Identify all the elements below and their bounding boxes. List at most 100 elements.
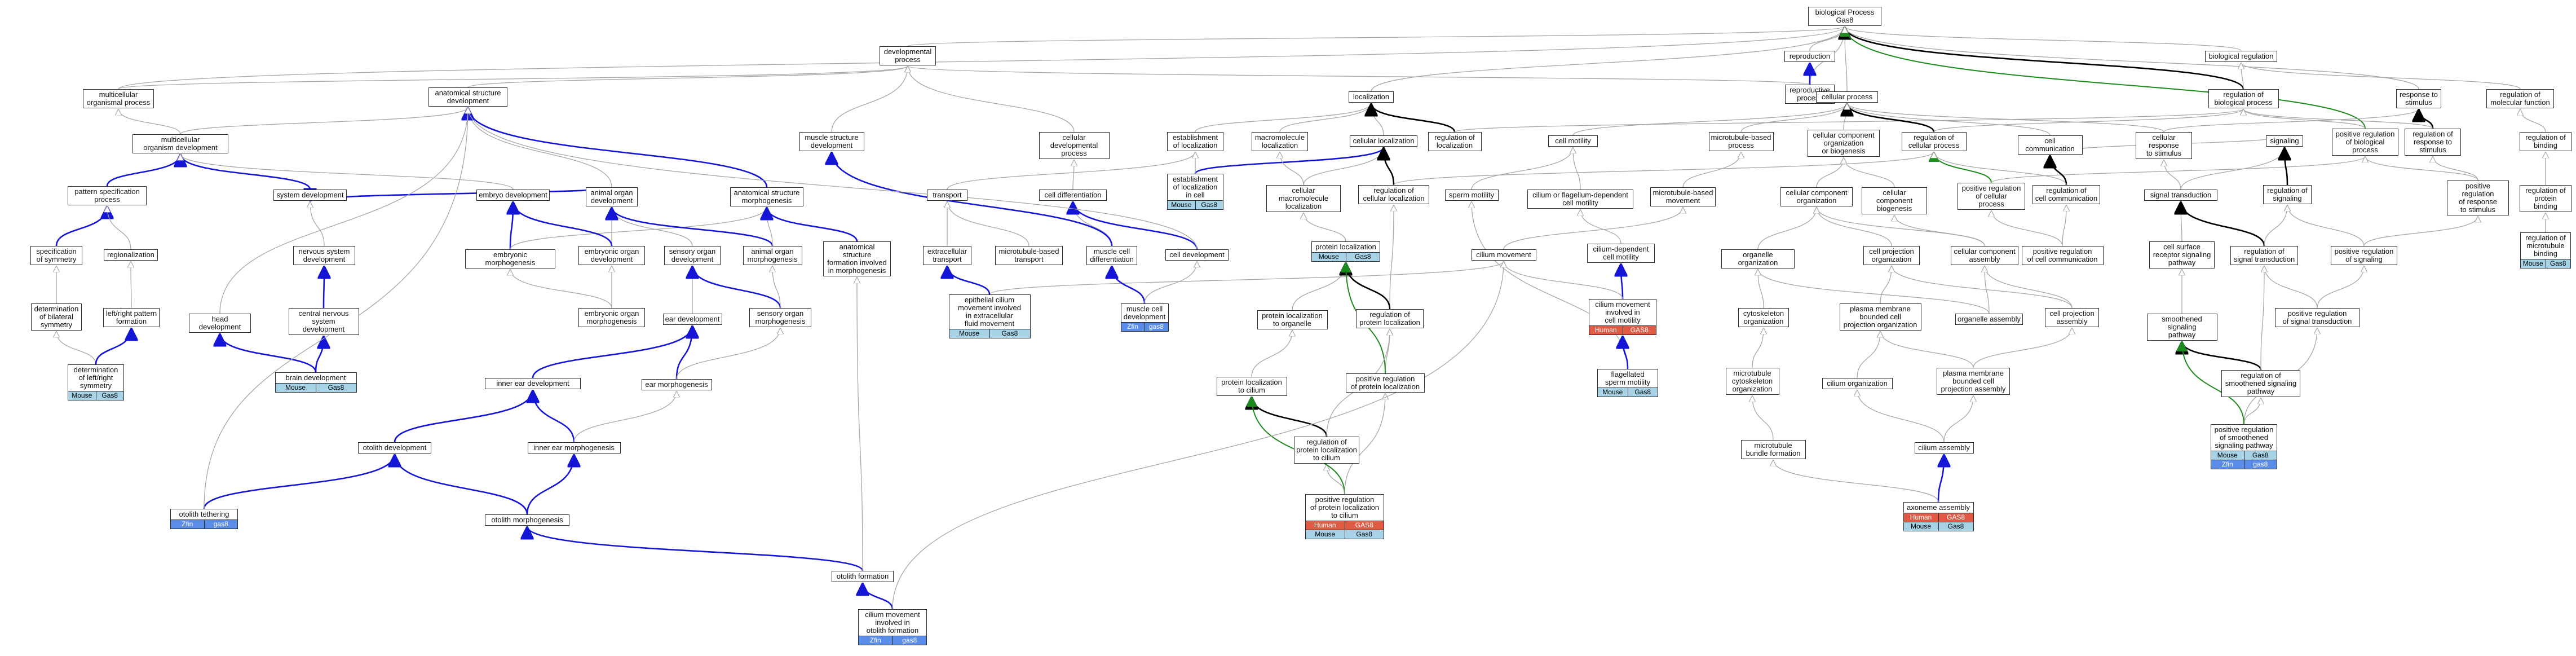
go-term-macromolecule[interactable]: macromolecule localization (1252, 132, 1308, 151)
go-term-regulation-of[interactable]: regulation of smoothened signaling pathw… (2221, 370, 2300, 397)
go-term-determination[interactable]: determination of bilateral symmetry (31, 303, 82, 331)
go-term-cilium-movement[interactable]: cilium movement involved in otolith form… (858, 609, 927, 645)
go-term-protein-localization[interactable]: protein localization to organelle (1257, 310, 1328, 329)
go-term-regulation-of[interactable]: regulation of biological process (2208, 89, 2279, 108)
go-term-central-nervous[interactable]: central nervous system development (288, 308, 359, 335)
go-term-cell-motility[interactable]: cell motility (1548, 135, 1598, 147)
go-term-sensory-organ[interactable]: sensory organ morphogenesis (749, 308, 811, 327)
go-term-plasma-membrane[interactable]: plasma membrane bounded cell projection … (1937, 368, 2010, 395)
go-term-cellular-localization[interactable]: cellular localization (1350, 135, 1417, 147)
go-term-regulation-of[interactable]: regulation of cellular localization (1358, 185, 1429, 204)
go-term-regulation-of[interactable]: regulation of response to stimulus (2405, 129, 2461, 156)
go-term-reproduction[interactable]: reproduction (1784, 51, 1835, 62)
go-term-signaling[interactable]: signaling (2266, 135, 2303, 147)
go-term-positive-regulation[interactable]: positive regulation of biological proces… (2332, 129, 2398, 156)
go-term-animal-organ[interactable]: animal organ morphogenesis (743, 246, 802, 265)
go-term-multicellular[interactable]: multicellular organism development (132, 134, 228, 153)
go-term-positive-regulation[interactable]: positive regulation of signal transducti… (2275, 308, 2360, 327)
go-term-regulation-of[interactable]: regulation of protein binding (2520, 185, 2571, 212)
go-term-regulation-of[interactable]: regulation of molecular function (2486, 89, 2554, 108)
go-term-signal-transduction[interactable]: signal transduction (2144, 190, 2217, 201)
go-term-positive-regulation[interactable]: positive regulation of smoothened signal… (2211, 424, 2277, 469)
go-term-ear-development[interactable]: ear development (662, 314, 722, 325)
go-term-cilium-assembly[interactable]: cilium assembly (1914, 442, 1974, 454)
go-term-muscle-structure[interactable]: muscle structure development (799, 132, 864, 151)
go-term-establishment[interactable]: establishment of localization (1167, 132, 1223, 151)
go-term-positive-regulation[interactable]: positive regulation of protein localizat… (1305, 494, 1384, 539)
go-term-cellular-component[interactable]: cellular component organization or bioge… (1808, 130, 1880, 157)
go-term-localization[interactable]: localization (1349, 91, 1394, 103)
go-term-head-development[interactable]: head development (189, 314, 251, 333)
go-term-organelle-assembly[interactable]: organelle assembly (1955, 314, 2023, 325)
go-term-regulation-of[interactable]: regulation of protein localization (1356, 309, 1424, 328)
go-term-cilium-dependent[interactable]: cilium-dependent cell motility (1587, 244, 1655, 263)
go-term-biological-regulation[interactable]: biological regulation (2205, 51, 2277, 62)
go-term-otolith-formation[interactable]: otolith formation (832, 571, 894, 582)
go-term-pattern-specification[interactable]: pattern specification process (68, 186, 147, 205)
go-term-inner-ear-morphogenesis[interactable]: inner ear morphogenesis (527, 442, 621, 454)
go-term-regulation-of[interactable]: regulation of cellular process (1901, 132, 1967, 151)
go-term-cellular-macromolecule[interactable]: cellular macromolecule localization (1266, 185, 1341, 212)
go-term-regulation-of[interactable]: regulation of binding (2520, 132, 2571, 151)
go-term-cellular-component[interactable]: cellular component assembly (1951, 246, 2018, 265)
go-term-transport[interactable]: transport (927, 190, 967, 201)
go-term-anatomical-structure[interactable]: anatomical structure formation involved … (823, 241, 891, 276)
go-term-developmental[interactable]: developmental process (880, 46, 936, 65)
go-term-cell-projection[interactable]: cell projection assembly (2045, 308, 2099, 327)
go-term-cytoskeleton[interactable]: cytoskeleton organization (1738, 308, 1789, 327)
go-term-cellular-component[interactable]: cellular component organization (1780, 187, 1853, 206)
go-term-positive-regulation[interactable]: positive regulation of signaling (2331, 246, 2397, 265)
go-term-organelle-organization[interactable]: organelle organization (1721, 249, 1795, 268)
go-term-biological-process[interactable]: biological Process Gas8 (1808, 7, 1881, 26)
go-term-cellular-response[interactable]: cellular response to stimulus (2136, 132, 2192, 159)
go-term-system-development[interactable]: system development (273, 190, 347, 201)
go-term-embryonic-organ[interactable]: embryonic organ development (578, 246, 645, 265)
go-term-cell-projection[interactable]: cell projection organization (1863, 246, 1920, 265)
go-term-otolith-morphogenesis[interactable]: otolith morphogenesis (485, 514, 569, 526)
go-term-microtubule[interactable]: microtubule bundle formation (1740, 440, 1806, 459)
go-term-animal-organ[interactable]: animal organ development (586, 187, 638, 206)
go-term-embryo-development[interactable]: embryo development (476, 190, 550, 201)
go-term-positive-regulation[interactable]: positive regulation of response to stimu… (2447, 180, 2509, 215)
go-term-cilium-movement[interactable]: cilium movement involved in cell motilit… (1589, 299, 1656, 335)
go-term-inner-ear-development[interactable]: inner ear development (485, 378, 581, 389)
go-term-regulation-of[interactable]: regulation of signaling (2263, 185, 2312, 204)
go-term-nervous-system[interactable]: nervous system development (293, 246, 355, 265)
go-term-muscle-cell[interactable]: muscle cell differentiation (1086, 246, 1137, 265)
go-term-extracellular[interactable]: extracellular transport (923, 246, 971, 265)
go-term-anatomical-structure[interactable]: anatomical structure development (428, 87, 507, 107)
go-term-embryonic-morphogenesis[interactable]: embryonic morphogenesis (465, 249, 555, 268)
go-term-ear-morphogenesis[interactable]: ear morphogenesis (641, 379, 712, 390)
go-term-cilium-or-flagellum-dependent[interactable]: cilium or flagellum-dependent cell motil… (1527, 190, 1633, 209)
go-term-regionalization[interactable]: regionalization (104, 249, 158, 261)
go-term-cell-surface[interactable]: cell surface receptor signaling pathway (2149, 241, 2215, 268)
go-term-cellular-developmental[interactable]: cellular developmental process (1039, 132, 1110, 159)
go-term-sperm-motility[interactable]: sperm motility (1444, 190, 1499, 201)
go-term-cellular-process[interactable]: cellular process (1816, 91, 1878, 103)
go-term-sensory-organ[interactable]: sensory organ development (664, 246, 721, 265)
go-term-microtubule-based[interactable]: microtubule-based movement (1650, 187, 1716, 206)
go-term-regulation-of[interactable]: regulation of protein localization to ci… (1294, 437, 1359, 464)
go-term-regulation-of[interactable]: regulation of localization (1428, 132, 1482, 151)
go-term-specification[interactable]: specification of symmetry (30, 246, 82, 265)
go-term-anatomical-structure[interactable]: anatomical structure morphogenesis (730, 187, 803, 206)
go-term-plasma-membrane[interactable]: plasma membrane bounded cell projection … (1839, 303, 1921, 331)
go-term-left-right-pattern[interactable]: left/right pattern formation (103, 308, 160, 327)
go-term-embryonic-organ[interactable]: embryonic organ morphogenesis (578, 308, 645, 327)
go-term-positive-regulation[interactable]: positive regulation of cellular process (1958, 183, 2025, 210)
go-term-positive-regulation[interactable]: positive regulation of protein localizat… (1346, 373, 1425, 393)
go-term-epithelial-cilium[interactable]: epithelial cilium movement involved in e… (948, 294, 1031, 338)
go-term-multicellular[interactable]: multicellular organismal process (83, 89, 154, 108)
go-term-microtubule-based[interactable]: microtubule-based transport (995, 246, 1063, 265)
go-term-regulation-of[interactable]: regulation of signal transduction (2230, 246, 2298, 265)
go-term-protein-localization[interactable]: protein localization to cilium (1216, 377, 1287, 396)
go-term-regulation-of[interactable]: regulation of cell communication (2032, 185, 2100, 204)
